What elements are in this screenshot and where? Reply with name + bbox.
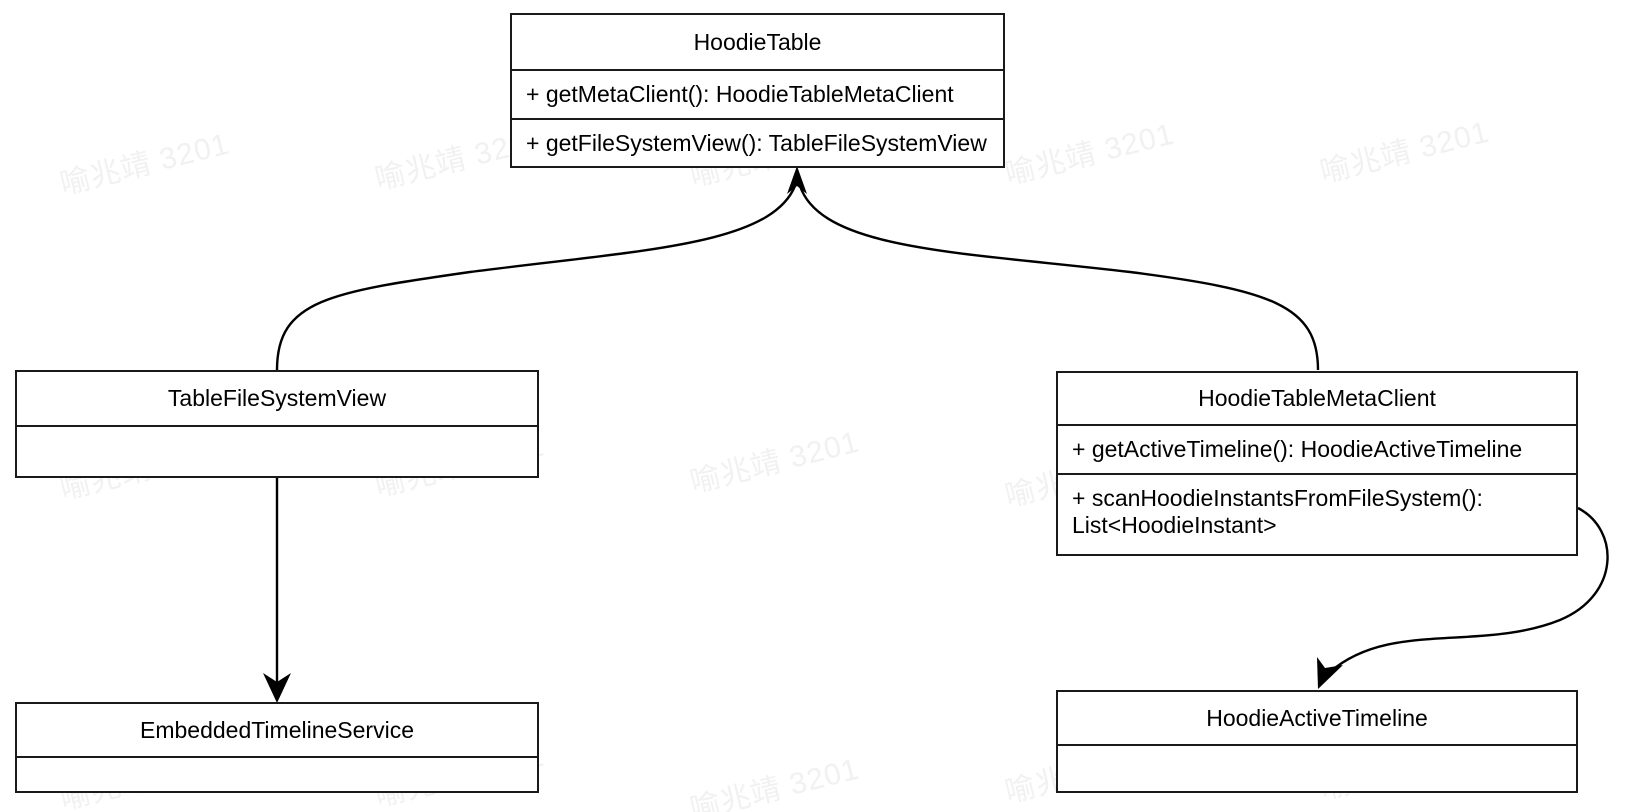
class-members-hoodie-table-meta-client: + getActiveTimeline(): HoodieActiveTimel… (1058, 424, 1576, 554)
class-member: + getActiveTimeline(): HoodieActiveTimel… (1072, 436, 1523, 462)
class-name-hoodie-active-timeline: HoodieActiveTimeline (1206, 704, 1428, 731)
class-members-table-file-system-view (17, 425, 537, 476)
class-member: + getMetaClient(): HoodieTableMetaClient (526, 81, 954, 107)
edge-tablefilesystemview-to-hoodietable (275, 185, 797, 371)
class-box-hoodie-table[interactable]: HoodieTable + getMetaClient(): HoodieTab… (510, 13, 1005, 168)
watermark-text: 喻兆靖 3201 (1001, 117, 1178, 192)
class-member: + getFileSystemView(): TableFileSystemVi… (512, 118, 1003, 167)
class-members-hoodie-active-timeline (1058, 744, 1576, 791)
class-box-table-file-system-view[interactable]: TableFileSystemView (15, 370, 539, 478)
class-name-hoodie-table-meta-client: HoodieTableMetaClient (1198, 385, 1436, 411)
class-box-embedded-timeline-service[interactable]: EmbeddedTimelineService (15, 702, 539, 793)
class-box-hoodie-table-meta-client[interactable]: HoodieTableMetaClient + getActiveTimelin… (1056, 371, 1578, 556)
arrowhead-into-embeddedtimelineservice (263, 673, 291, 703)
class-members-embedded-timeline-service (17, 756, 537, 791)
watermark-text: 喻兆靖 3201 (1316, 115, 1493, 190)
empty-members-area (17, 427, 537, 476)
class-box-hoodie-active-timeline[interactable]: HoodieActiveTimeline (1056, 690, 1578, 793)
class-member: + scanHoodieInstantsFromFileSystem(): Li… (1058, 473, 1576, 549)
arrowhead-into-hoodietable (787, 166, 807, 194)
edge-hoodietablemetaclient-to-hoodietable (798, 185, 1320, 371)
watermark-text: 喻兆靖 3201 (686, 752, 863, 812)
class-name-embedded-timeline-service: EmbeddedTimelineService (139, 716, 414, 743)
class-name-table-file-system-view: TableFileSystemView (167, 385, 387, 411)
watermark-text: 喻兆靖 3201 (56, 127, 233, 202)
watermark-text: 喻兆靖 3201 (686, 425, 863, 500)
arrowhead-into-hoodieactivetimeline (1317, 657, 1343, 689)
class-name-hoodie-table: HoodieTable (693, 28, 822, 55)
empty-members-area (17, 758, 537, 791)
empty-members-area (1058, 746, 1576, 791)
class-members-hoodie-table: + getMetaClient(): HoodieTableMetaClient… (512, 69, 1003, 166)
